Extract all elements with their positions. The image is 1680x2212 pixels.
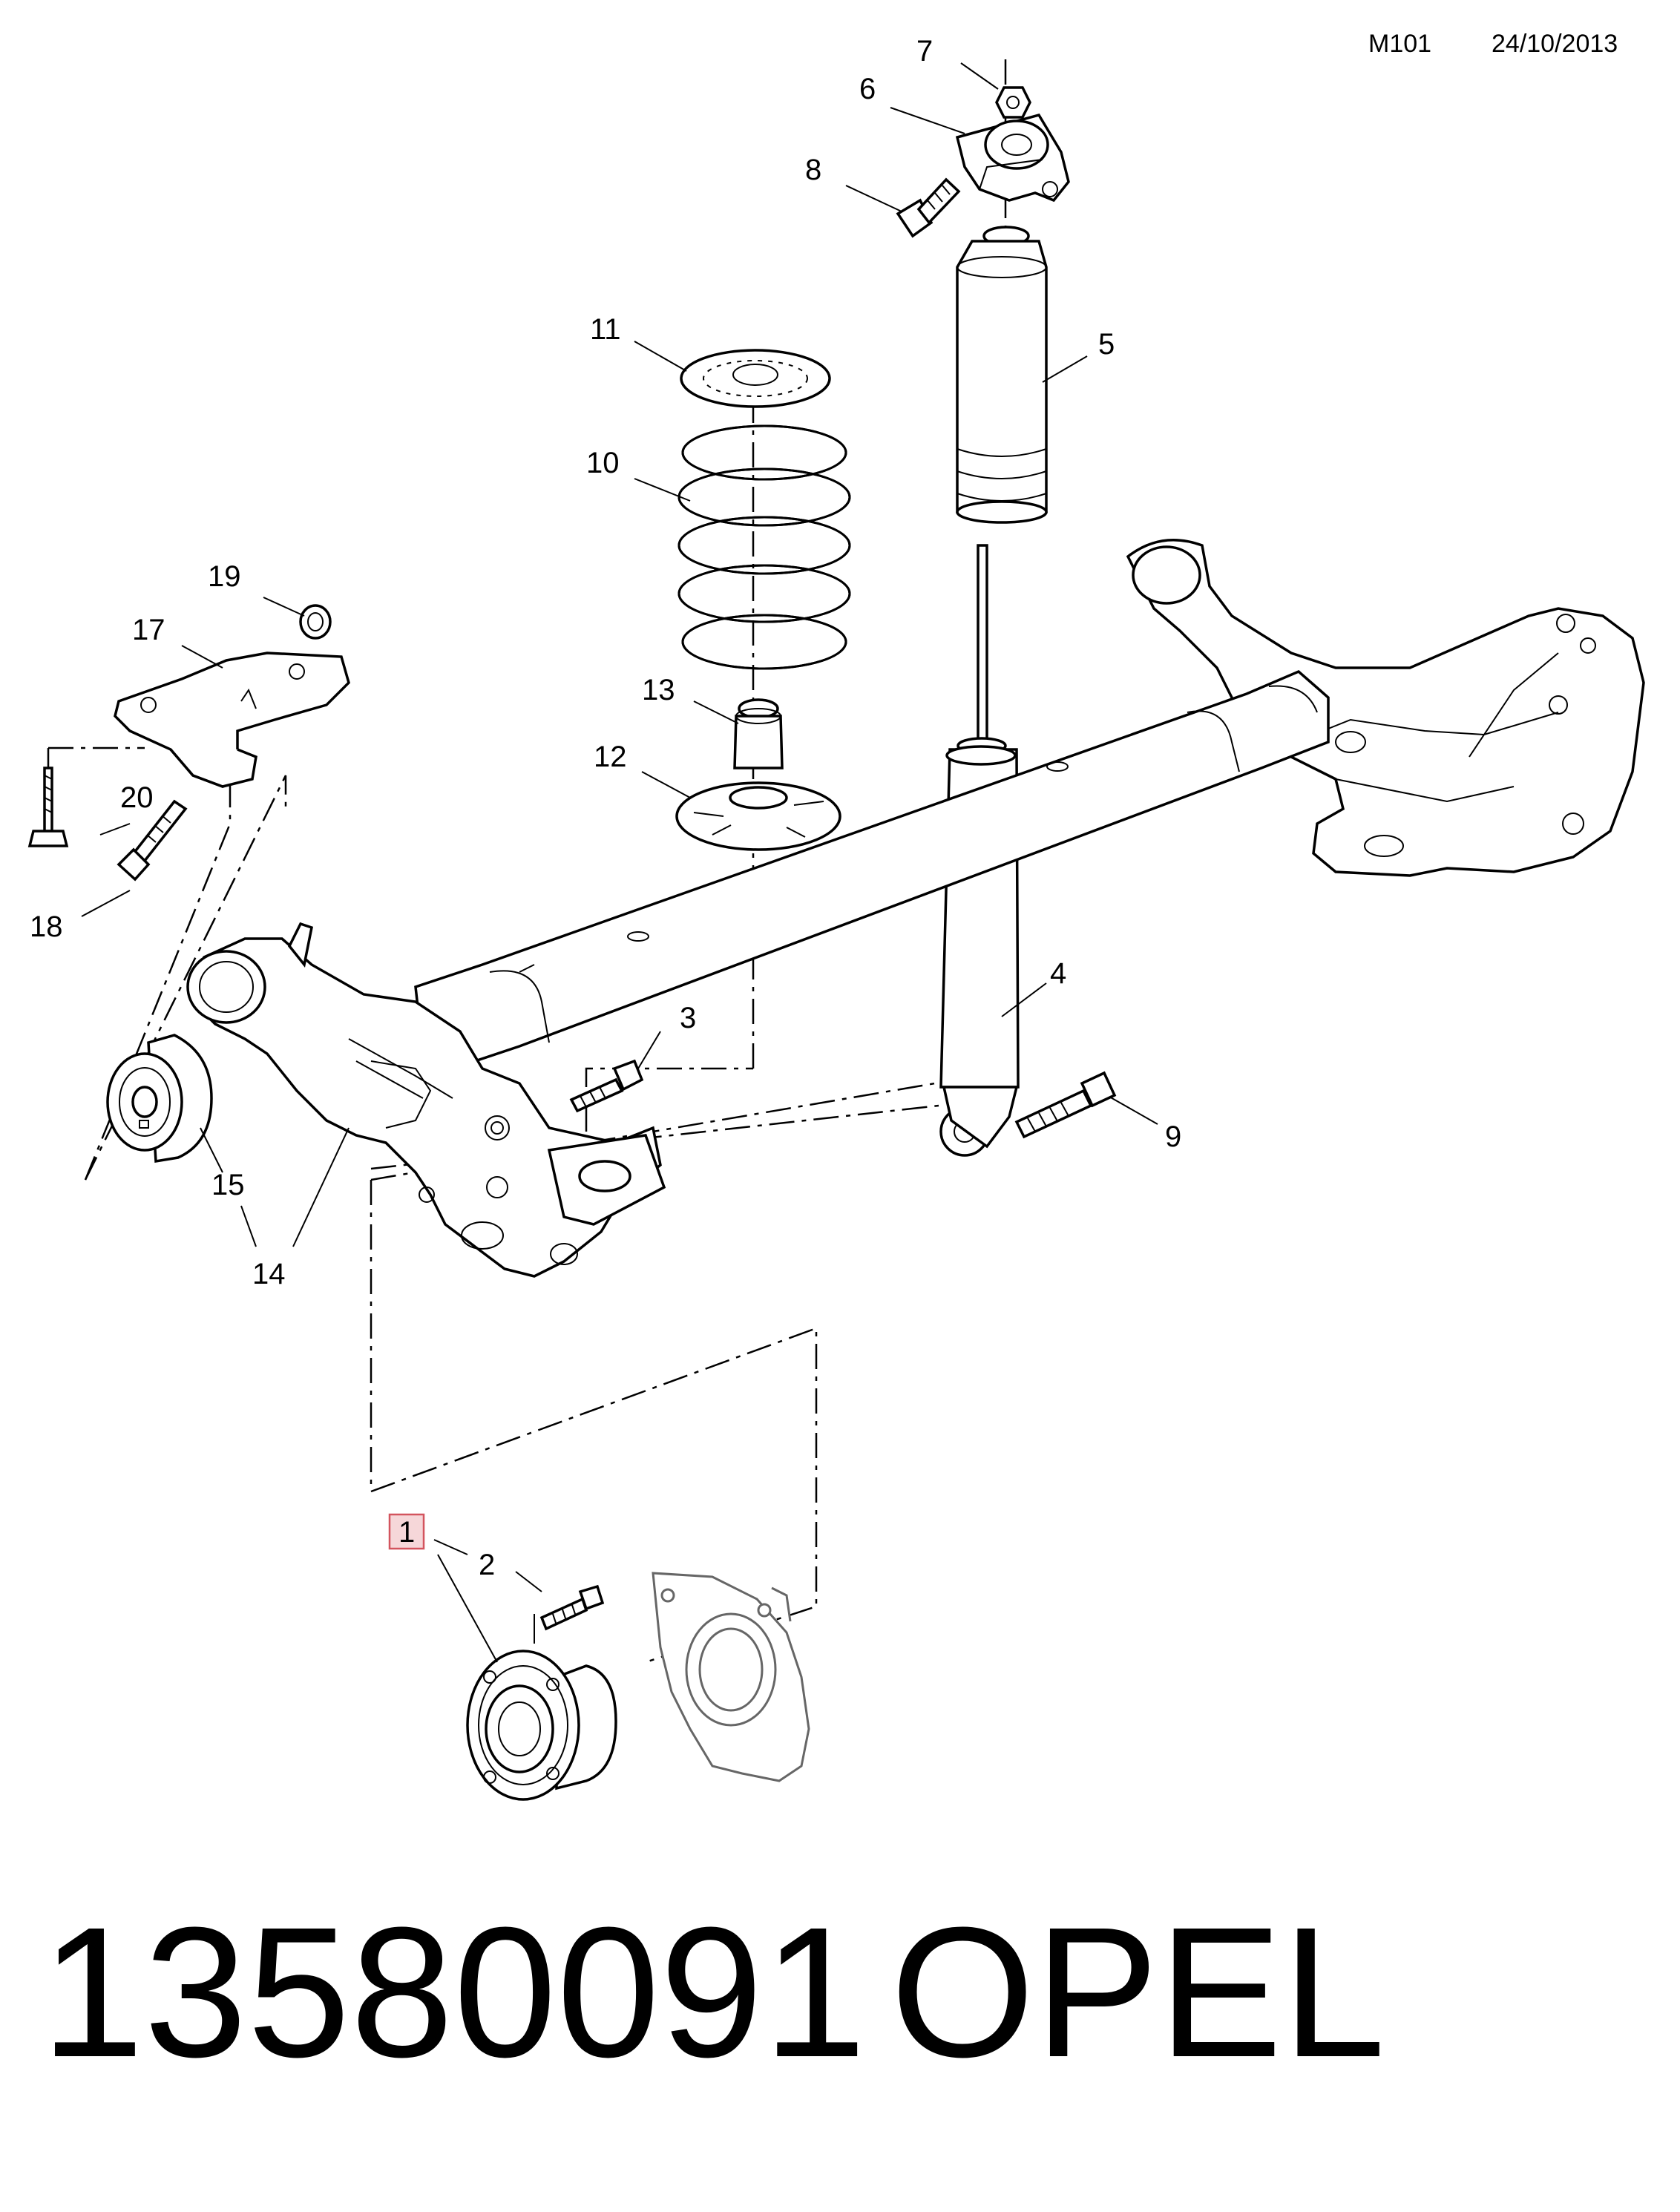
part-7-nut <box>995 86 1031 119</box>
callout-2[interactable]: 2 <box>479 1549 495 1581</box>
callout-19[interactable]: 19 <box>208 560 241 593</box>
part-13-bump-stop <box>733 698 784 769</box>
callout-10[interactable]: 10 <box>586 447 620 479</box>
callout-1-highlight <box>388 1513 425 1550</box>
callout-17[interactable]: 17 <box>132 614 165 646</box>
part-19-nut <box>299 604 332 640</box>
part-1-wheel-hub <box>466 1650 617 1801</box>
part-9-bolt <box>1014 1071 1117 1139</box>
callout-15[interactable]: 15 <box>211 1169 245 1201</box>
callout-8[interactable]: 8 <box>805 154 821 186</box>
part-2-bolt <box>539 1584 605 1631</box>
part-3-rear-axle-beam <box>186 538 1645 1278</box>
callout-1[interactable]: 1 <box>398 1516 415 1549</box>
callout-11[interactable]: 11 <box>590 313 621 346</box>
callout-5[interactable]: 5 <box>1098 328 1115 361</box>
leader-lines <box>81 62 1158 1663</box>
part-8-bolt <box>896 177 961 238</box>
callout-3[interactable]: 3 <box>680 1002 696 1034</box>
brand-name: OPEL <box>890 1888 1385 2096</box>
part-5-dust-boot <box>956 226 1048 524</box>
part-15-bushing <box>106 1034 213 1164</box>
callout-18[interactable]: 18 <box>30 910 63 943</box>
callout-14[interactable]: 14 <box>252 1258 286 1290</box>
part-18-bolt <box>27 767 69 847</box>
part-3-bolt <box>569 1059 644 1113</box>
diagram-date: 24/10/2013 <box>1492 30 1618 58</box>
callout-20[interactable]: 20 <box>120 781 154 814</box>
part-number: 13580091 <box>41 1888 867 2096</box>
part-11-upper-spring-seat <box>680 349 831 408</box>
callout-7[interactable]: 7 <box>916 35 933 68</box>
part-20-bolt <box>117 799 188 882</box>
callout-12[interactable]: 12 <box>594 741 627 773</box>
callout-9[interactable]: 9 <box>1165 1120 1181 1153</box>
callout-labels: 1 2 3 4 5 6 7 8 9 10 11 12 13 14 15 17 1… <box>30 35 1181 1581</box>
part-17-bracket <box>114 652 350 789</box>
callout-13[interactable]: 13 <box>642 674 675 706</box>
part-10-coil-spring <box>677 424 851 670</box>
diagram-code: M101 <box>1368 30 1431 58</box>
callout-4[interactable]: 4 <box>1050 957 1066 990</box>
callout-6[interactable]: 6 <box>859 73 876 105</box>
knuckle-backing-plate <box>652 1572 810 1782</box>
part-6-top-mount <box>955 113 1070 203</box>
part-12-lower-spring-seat <box>675 781 841 851</box>
